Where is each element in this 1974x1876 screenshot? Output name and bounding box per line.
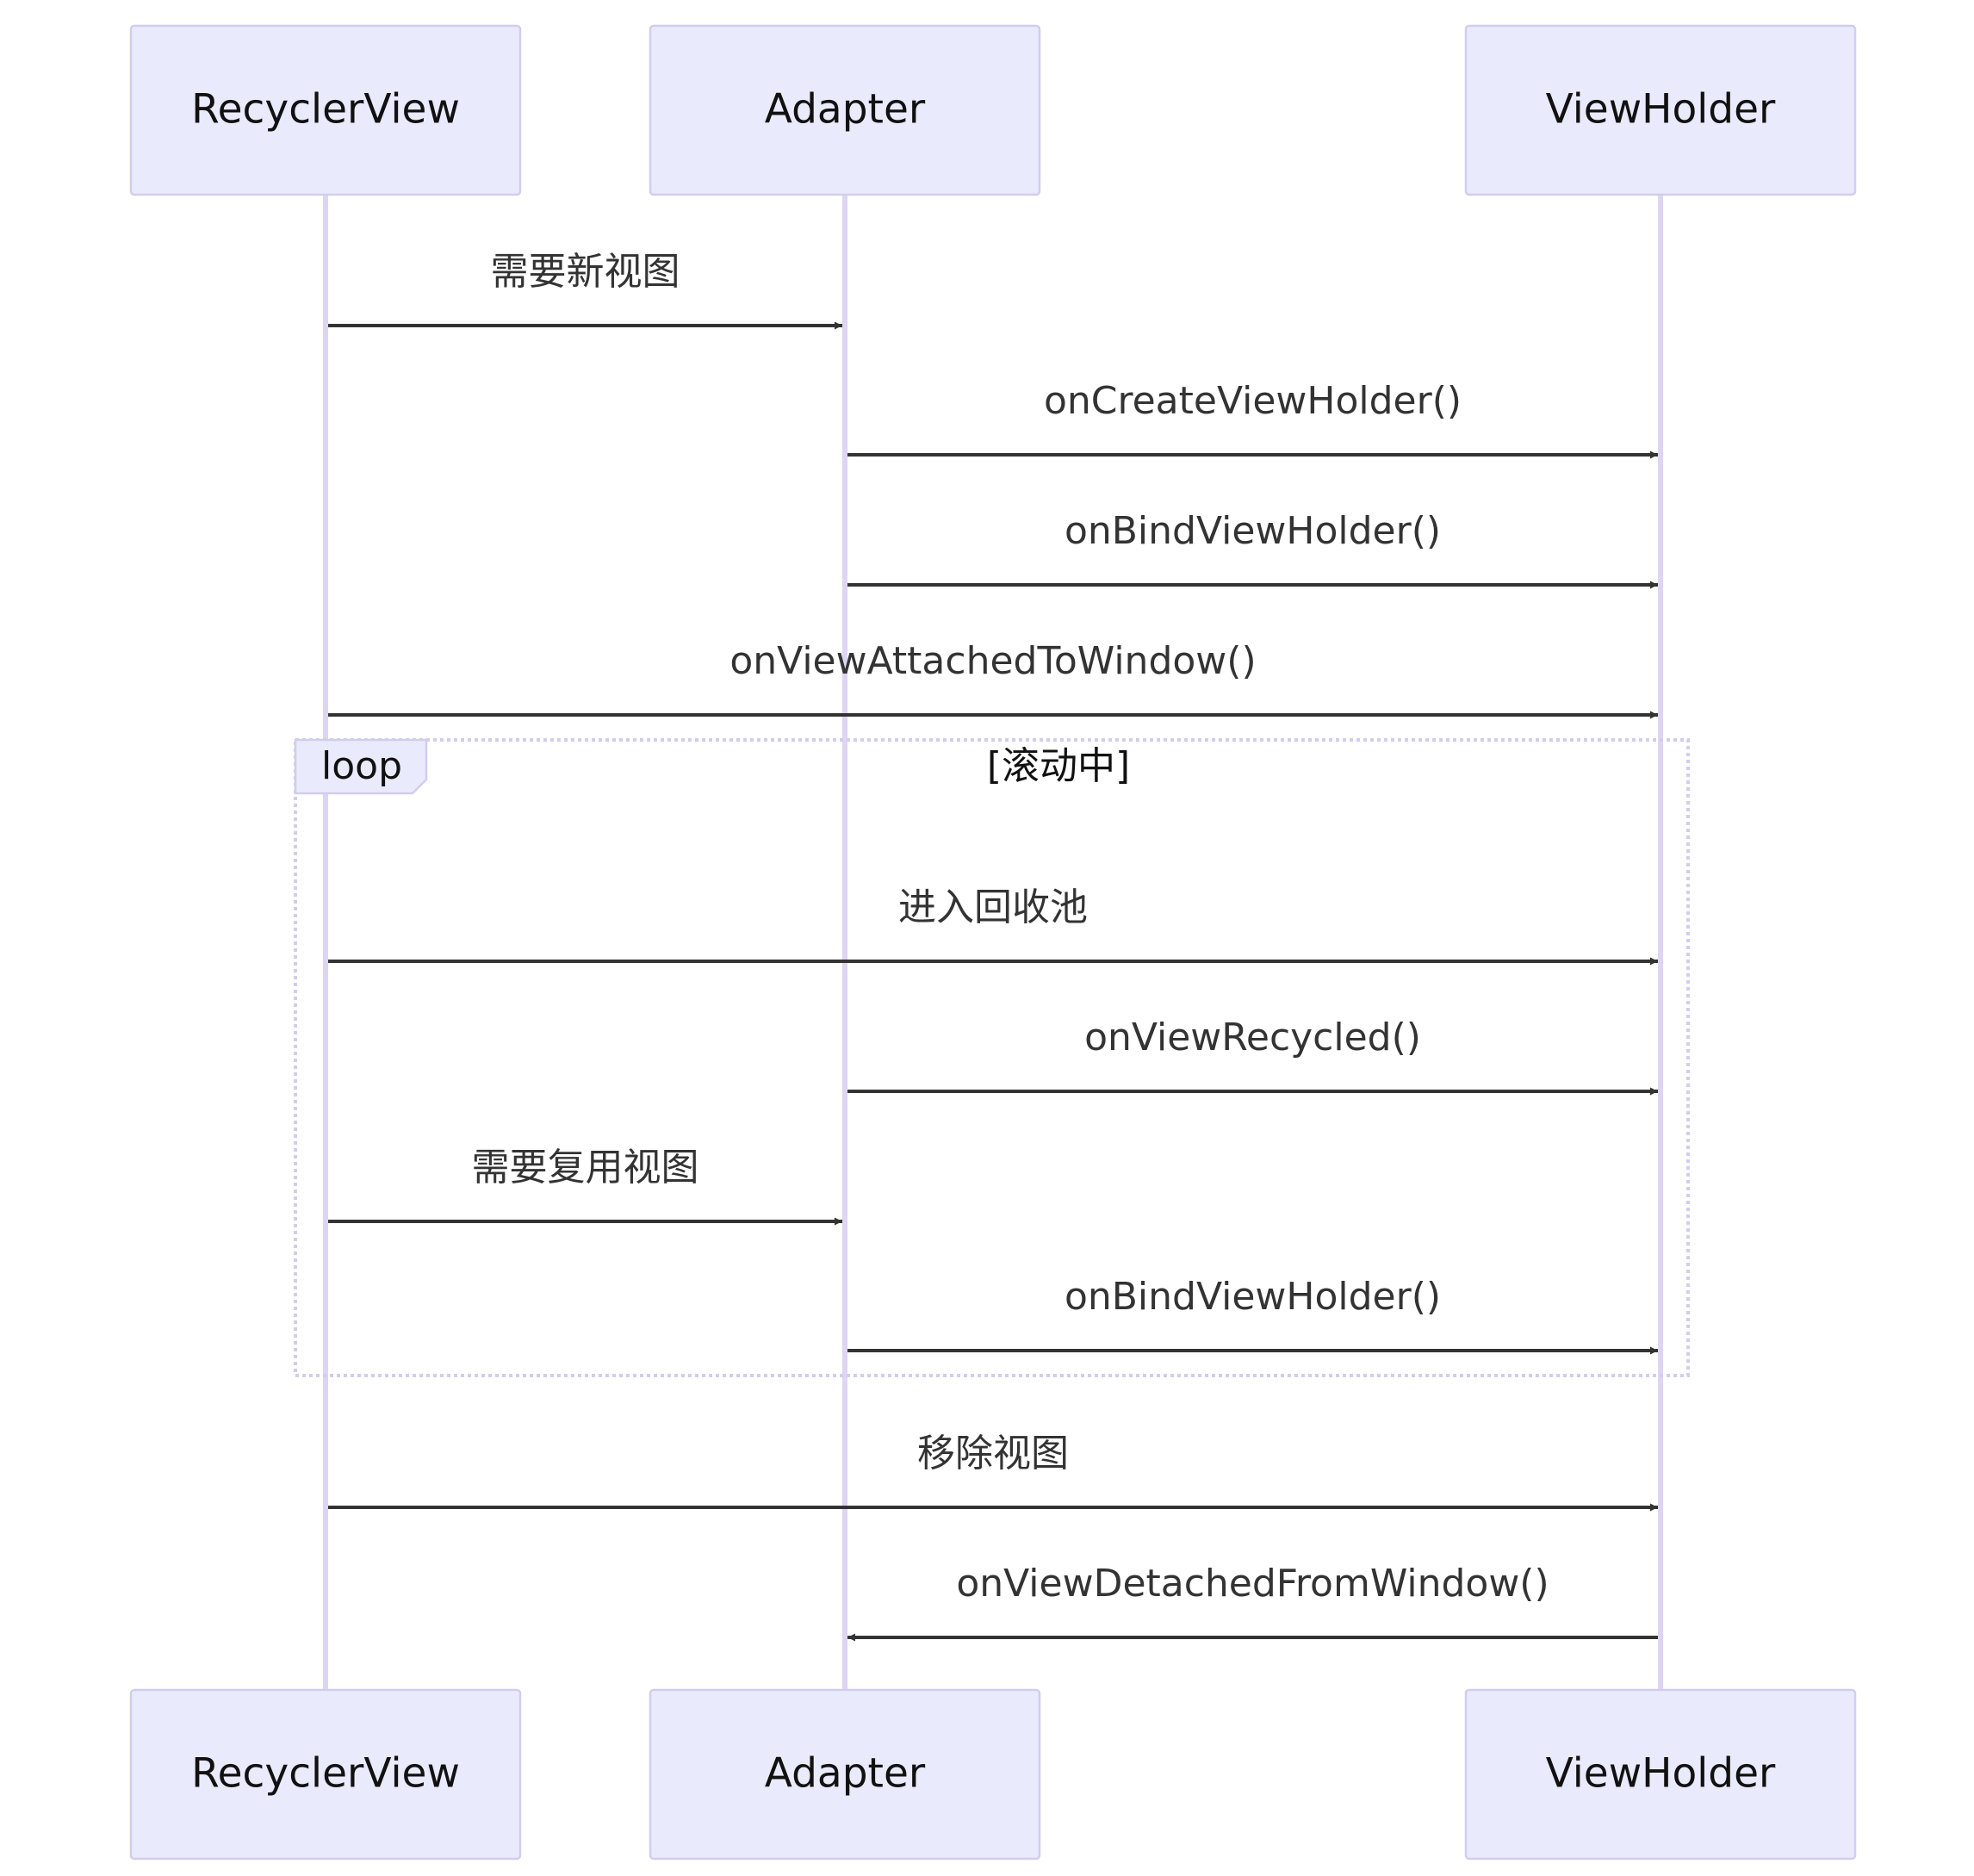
message-label: 需要新视图 <box>491 250 680 294</box>
loop-condition: [滚动中] <box>987 744 1130 788</box>
message-7: 需要复用视图 <box>328 1146 842 1226</box>
actor-box <box>1464 1688 1857 1860</box>
actor-box <box>649 24 1041 196</box>
message-label: 移除视图 <box>917 1432 1069 1475</box>
message-3: onBindViewHolder() <box>847 509 1658 589</box>
message-5: 进入回收池 <box>328 885 1658 966</box>
message-4: onViewAttachedToWindow() <box>328 639 1658 719</box>
message-9: 移除视图 <box>328 1432 1658 1512</box>
message-1: 需要新视图 <box>328 250 842 330</box>
actor-box <box>129 1688 522 1860</box>
message-label: 进入回收池 <box>898 885 1088 929</box>
actor-label: Adapter <box>765 1750 926 1798</box>
actor-rv-top: RecyclerView <box>129 24 522 196</box>
actor-box <box>1464 24 1857 196</box>
actor-label: Adapter <box>765 86 926 134</box>
message-10: onViewDetachedFromWindow() <box>847 1562 1658 1642</box>
actor-ad-top: Adapter <box>649 24 1041 196</box>
message-label: onViewAttachedToWindow() <box>729 639 1256 683</box>
message-label: onViewDetachedFromWindow() <box>956 1562 1549 1606</box>
message-8: onBindViewHolder() <box>847 1275 1658 1355</box>
actor-label: ViewHolder <box>1546 1750 1776 1798</box>
message-label: 需要复用视图 <box>472 1146 699 1190</box>
actor-box <box>129 24 522 196</box>
message-label: onViewRecycled() <box>1084 1016 1421 1059</box>
message-2: onCreateViewHolder() <box>847 379 1658 459</box>
actor-rv-bottom: RecyclerView <box>129 1688 522 1860</box>
message-6: onViewRecycled() <box>847 1016 1658 1096</box>
actor-label: RecyclerView <box>191 1750 460 1798</box>
actor-vh-top: ViewHolder <box>1464 24 1857 196</box>
loop-frame <box>294 738 1690 1377</box>
actor-box <box>649 1688 1041 1860</box>
message-label: onBindViewHolder() <box>1065 1275 1441 1319</box>
loop-tab <box>294 738 428 795</box>
loop-keyword: loop <box>321 744 402 788</box>
message-label: onBindViewHolder() <box>1065 509 1441 553</box>
actor-vh-bottom: ViewHolder <box>1464 1688 1857 1860</box>
message-label: onCreateViewHolder() <box>1044 379 1462 423</box>
actor-label: RecyclerView <box>191 86 460 134</box>
actor-ad-bottom: Adapter <box>649 1688 1041 1860</box>
actor-label: ViewHolder <box>1546 86 1776 134</box>
